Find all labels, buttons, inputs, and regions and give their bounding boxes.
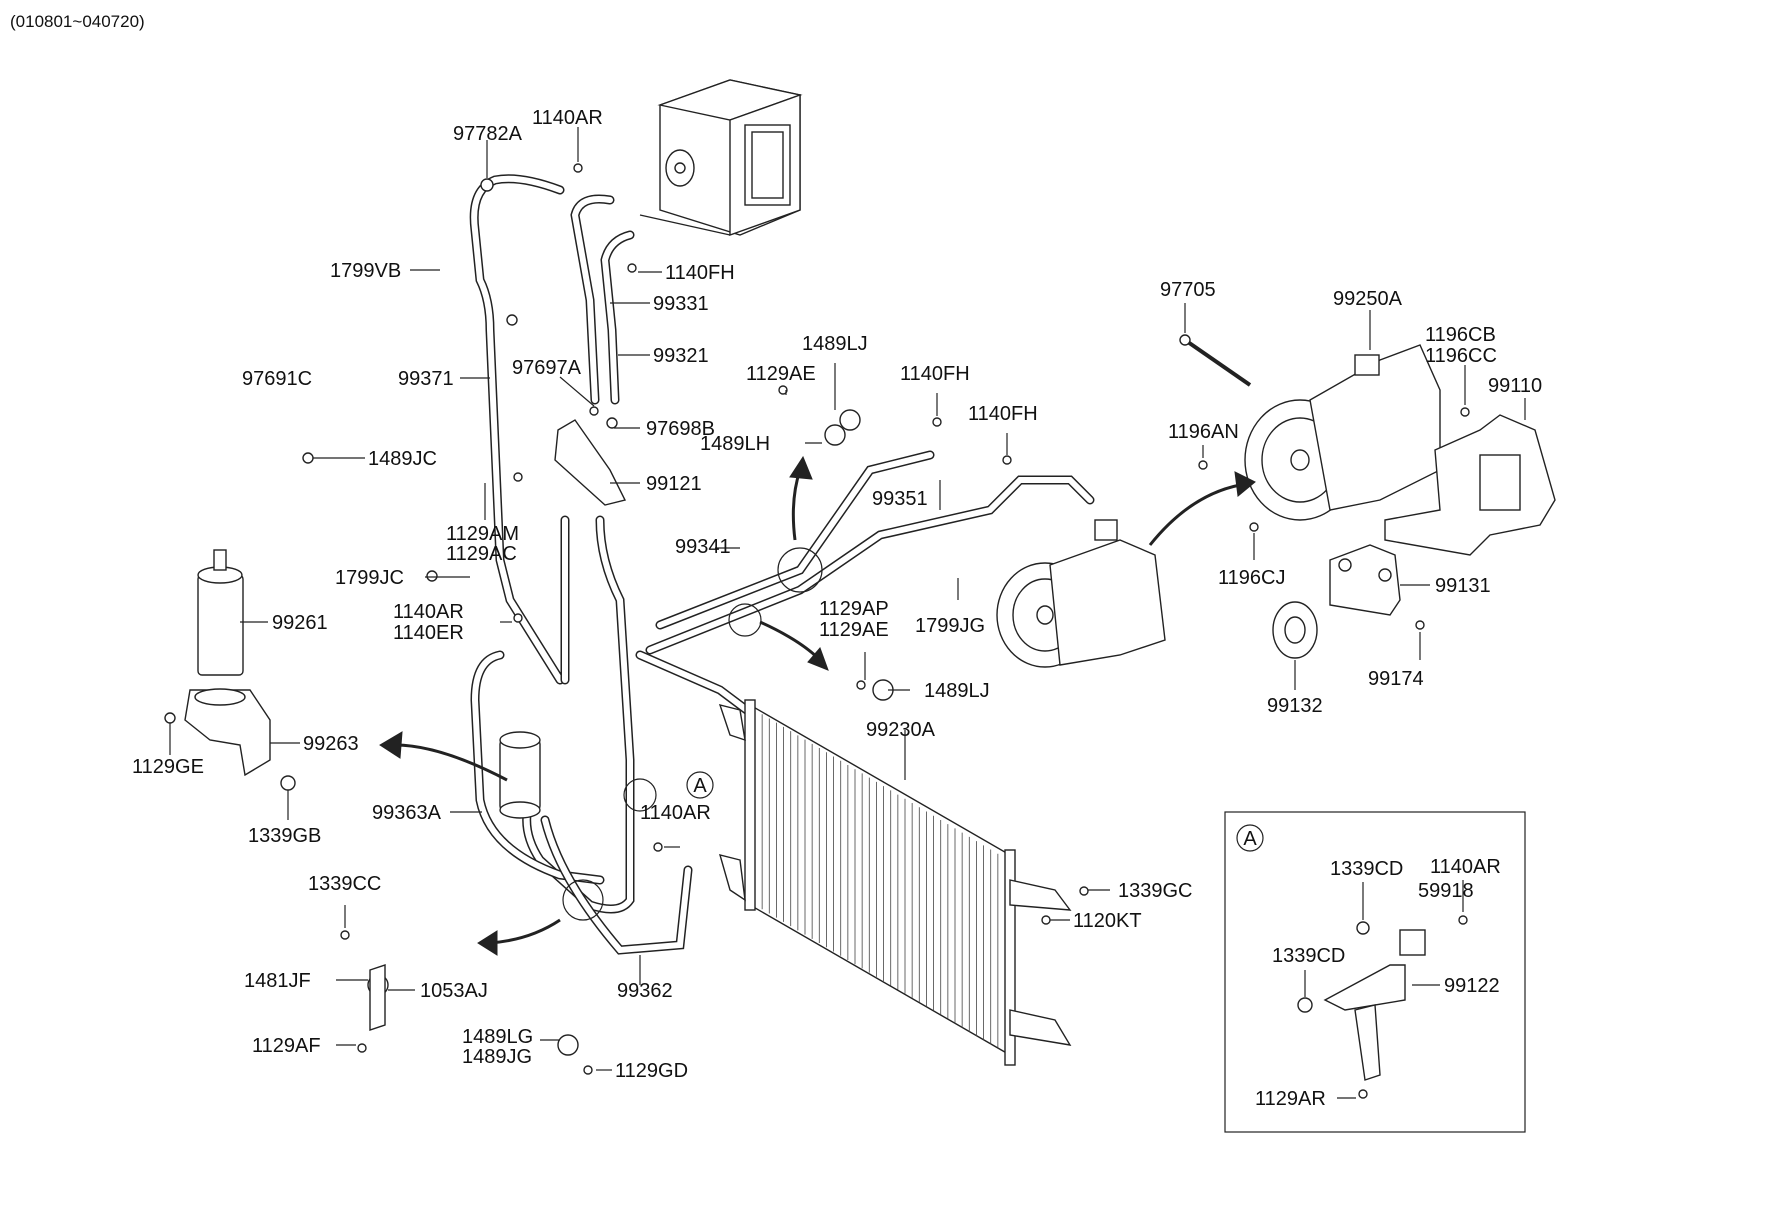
label-1120kt: 1120KT: [1073, 910, 1142, 932]
label-99132: 99132: [1267, 695, 1323, 717]
label-1140ar-box: 1140AR: [1430, 856, 1501, 878]
direction-arrows: [379, 455, 1256, 956]
detail-circles: [562, 547, 823, 921]
label-1129ac: 1129AC: [446, 543, 517, 565]
label-1196cj: 1196CJ: [1218, 567, 1285, 589]
label-1489jg: 1489JG: [462, 1046, 532, 1068]
label-1339cc: 1339CC: [308, 873, 381, 895]
label-1129ap: 1129AP: [819, 598, 889, 620]
compressor-bracket: [1384, 414, 1556, 556]
label-1799jg: 1799JG: [915, 615, 985, 637]
label-1339gc: 1339GC: [1118, 880, 1193, 902]
compressor-right: [1244, 344, 1441, 521]
label-99174: 99174: [1368, 668, 1424, 690]
label-99321: 99321: [653, 345, 709, 367]
label-1129ge: 1129GE: [132, 756, 204, 778]
callout-marker-a: A: [686, 771, 714, 799]
label-99263: 99263: [303, 733, 359, 755]
label-1053aj: 1053AJ: [420, 980, 488, 1002]
label-1129ar: 1129AR: [1255, 1088, 1326, 1110]
label-1489lj-top: 1489LJ: [802, 333, 868, 355]
label-1140fh-b: 1140FH: [900, 363, 970, 385]
label-99250a: 99250A: [1333, 288, 1403, 310]
label-97705: 97705: [1160, 279, 1216, 301]
label-1489lh: 1489LH: [700, 433, 770, 455]
callout-marker-letter: A: [693, 775, 707, 797]
label-1196cc: 1196CC: [1425, 345, 1497, 367]
receiver-drier: [184, 549, 271, 777]
label-97782a: 97782A: [453, 123, 523, 145]
label-1339gb: 1339GB: [248, 825, 321, 847]
label-1129gd: 1129GD: [615, 1060, 688, 1082]
label-97697a: 97697A: [512, 357, 582, 379]
label-99371: 99371: [398, 368, 454, 390]
label-1196cb: 1196CB: [1425, 324, 1496, 346]
header-code-range: (010801~040720): [10, 12, 145, 31]
idler-bracket: [1329, 544, 1401, 616]
label-1140ar-mid: 1140AR: [393, 601, 464, 623]
detail-box-letter: A: [1243, 828, 1257, 850]
label-99261: 99261: [272, 612, 328, 634]
label-99351: 99351: [872, 488, 928, 510]
label-1140ar-top: 1140AR: [532, 107, 603, 129]
label-1129ae-top: 1129AE: [746, 363, 816, 385]
bracket-1053aj: [369, 964, 386, 1031]
leader-lines: [169, 127, 1526, 1099]
label-1799vb: 1799VB: [330, 260, 401, 282]
label-99121: 99121: [646, 473, 702, 495]
long-bolt: [1179, 334, 1252, 387]
evaporator-unit: [639, 79, 803, 236]
label-1140fh-a: 1140FH: [665, 262, 735, 284]
compressor-center: [996, 519, 1166, 668]
label-1339cd-b: 1339CD: [1272, 945, 1345, 967]
label-1489lg: 1489LG: [462, 1026, 533, 1048]
label-1129af: 1129AF: [252, 1035, 321, 1057]
pipe-bracket: [554, 419, 627, 506]
label-1140fh-c: 1140FH: [968, 403, 1038, 425]
detail-box-a: A: [1224, 811, 1526, 1133]
small-fasteners: [164, 163, 1470, 1075]
label-99110: 99110: [1488, 375, 1542, 397]
label-1339cd-a: 1339CD: [1330, 858, 1403, 880]
label-99331: 99331: [653, 293, 709, 315]
label-99362: 99362: [617, 980, 673, 1002]
label-99363a: 99363A: [372, 802, 442, 824]
label-99341: 99341: [675, 536, 731, 558]
label-1481jf: 1481JF: [244, 970, 311, 992]
label-59918: 59918: [1418, 880, 1474, 902]
label-1140ar-low: 1140AR: [640, 802, 711, 824]
label-1489lj-mid: 1489LJ: [924, 680, 990, 702]
part-labels: 97782A 1140AR 1140FH 99331 1799VB 99321 …: [132, 107, 1542, 1110]
idler-pulley: [1272, 601, 1318, 659]
label-1196an: 1196AN: [1168, 421, 1239, 443]
label-97691c: 97691C: [242, 368, 312, 390]
label-1129am: 1129AM: [446, 523, 519, 545]
label-99131: 99131: [1435, 575, 1491, 597]
label-1140er: 1140ER: [393, 622, 464, 644]
label-99230a: 99230A: [866, 719, 936, 741]
hose-lines: [469, 174, 1095, 955]
label-1129ae-mid: 1129AE: [819, 619, 889, 641]
label-97698b: 97698B: [646, 418, 715, 440]
label-1799jc: 1799JC: [335, 567, 404, 589]
condenser: [718, 699, 1072, 1066]
label-99122: 99122: [1444, 975, 1500, 997]
label-1489jc: 1489JC: [368, 448, 437, 470]
inline-receiver: [499, 731, 541, 819]
